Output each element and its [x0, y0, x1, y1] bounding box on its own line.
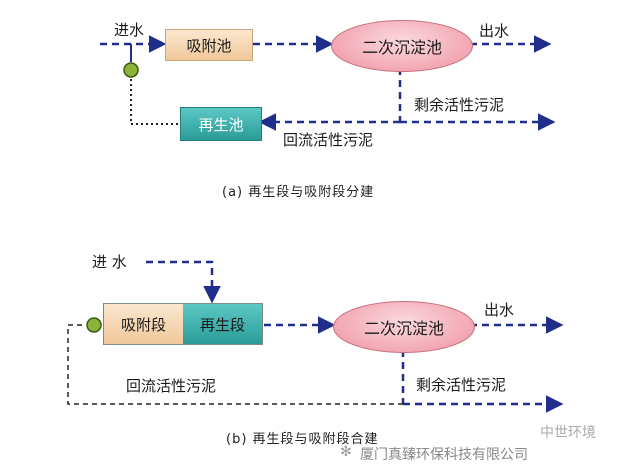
b-regeneration-section: 再生段: [183, 304, 262, 344]
a-adsorption-tank: 吸附池: [165, 29, 253, 61]
b-inflow-label: 进 水: [92, 253, 127, 271]
b-outflow-label: 出水: [484, 301, 515, 319]
wechat-icon: ✻: [340, 444, 352, 460]
a-inflow-label: 进水: [114, 21, 145, 39]
watermark-line2: 厦门真臻环保科技有限公司: [360, 447, 528, 463]
b-secondary-clarifier: 二次沉淀池: [333, 301, 475, 353]
a-recycle-line: [130, 78, 178, 125]
b-adsorption-section: 吸附段: [104, 304, 183, 344]
a-excess-sludge-label: 剩余活性污泥: [414, 96, 505, 114]
diagram-b-recycle: [67, 324, 403, 405]
b-excess-sludge-label: 剩余活性污泥: [416, 376, 507, 394]
diagram-b-lines: [146, 260, 564, 413]
a-return-sludge-label: 回流活性污泥: [283, 131, 374, 149]
b-return-sludge-label: 回流活性污泥: [126, 377, 217, 395]
b-pump-icon: [86, 317, 102, 333]
b-inflow-arrow: [146, 260, 221, 304]
diagram-a-recycle: [130, 78, 178, 125]
a-caption: (a) 再生段与吸附段分建: [222, 185, 375, 200]
b-combined-tank: 吸附段 再生段: [103, 303, 263, 345]
a-pump-icon: [123, 62, 139, 78]
a-regeneration-tank: 再生池: [180, 107, 262, 141]
watermark-line1: 中世环境: [540, 425, 596, 441]
b-caption: (b) 再生段与吸附段合建: [226, 432, 379, 447]
a-secondary-clarifier: 二次沉淀池: [331, 20, 473, 72]
a-outflow-label: 出水: [479, 22, 510, 40]
diagram-a-lines: [100, 35, 556, 131]
b-return-line: [67, 324, 403, 405]
